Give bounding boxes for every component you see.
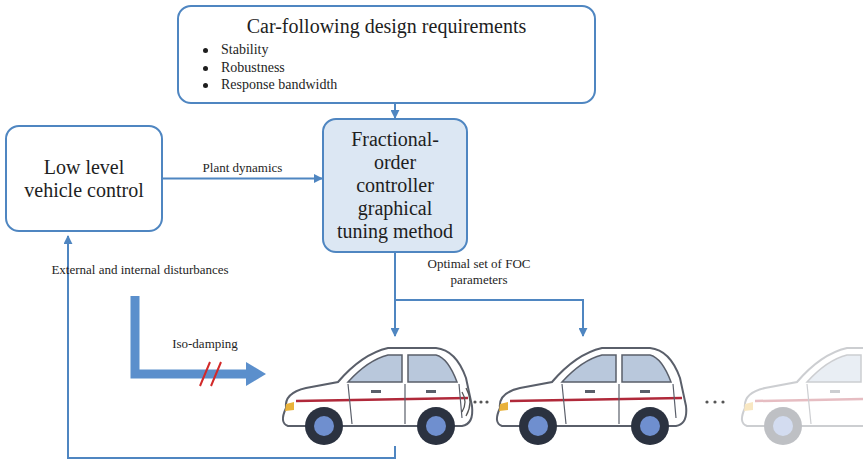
parameter-line <box>395 300 583 336</box>
annotation-label: Optimal set of FOC parameters <box>404 256 554 287</box>
annotation-label: Iso-damping <box>150 336 260 352</box>
edge-label: Plant dynamics <box>201 160 285 176</box>
disturbance-arrow <box>135 296 248 374</box>
process-box: Car-following design requirementsStabili… <box>177 5 596 104</box>
car-leader <box>283 348 472 445</box>
box-title: Low level vehicle control <box>17 156 151 202</box>
disturbance-arrowhead <box>246 362 266 386</box>
bullet-item: Stability <box>201 41 268 59</box>
tuning-box: Fractional-order controller graphical tu… <box>322 118 468 253</box>
communication-dots <box>473 400 724 403</box>
connector-arrow <box>394 104 396 118</box>
car-follower <box>497 348 686 445</box>
annotation-label: External and internal disturbances <box>40 262 240 278</box>
bullet-item: Response bandwidth <box>201 76 337 94</box>
connector-arrow <box>163 178 322 180</box>
bullet-item: Robustness <box>201 59 285 77</box>
box-title: Fractional-order controller graphical tu… <box>334 128 456 243</box>
process-box: Low level vehicle control <box>5 125 163 232</box>
blocking-slash <box>200 362 221 386</box>
car-faded <box>742 348 863 445</box>
communication-waves <box>462 388 470 416</box>
box-title: Car-following design requirements <box>247 15 527 38</box>
